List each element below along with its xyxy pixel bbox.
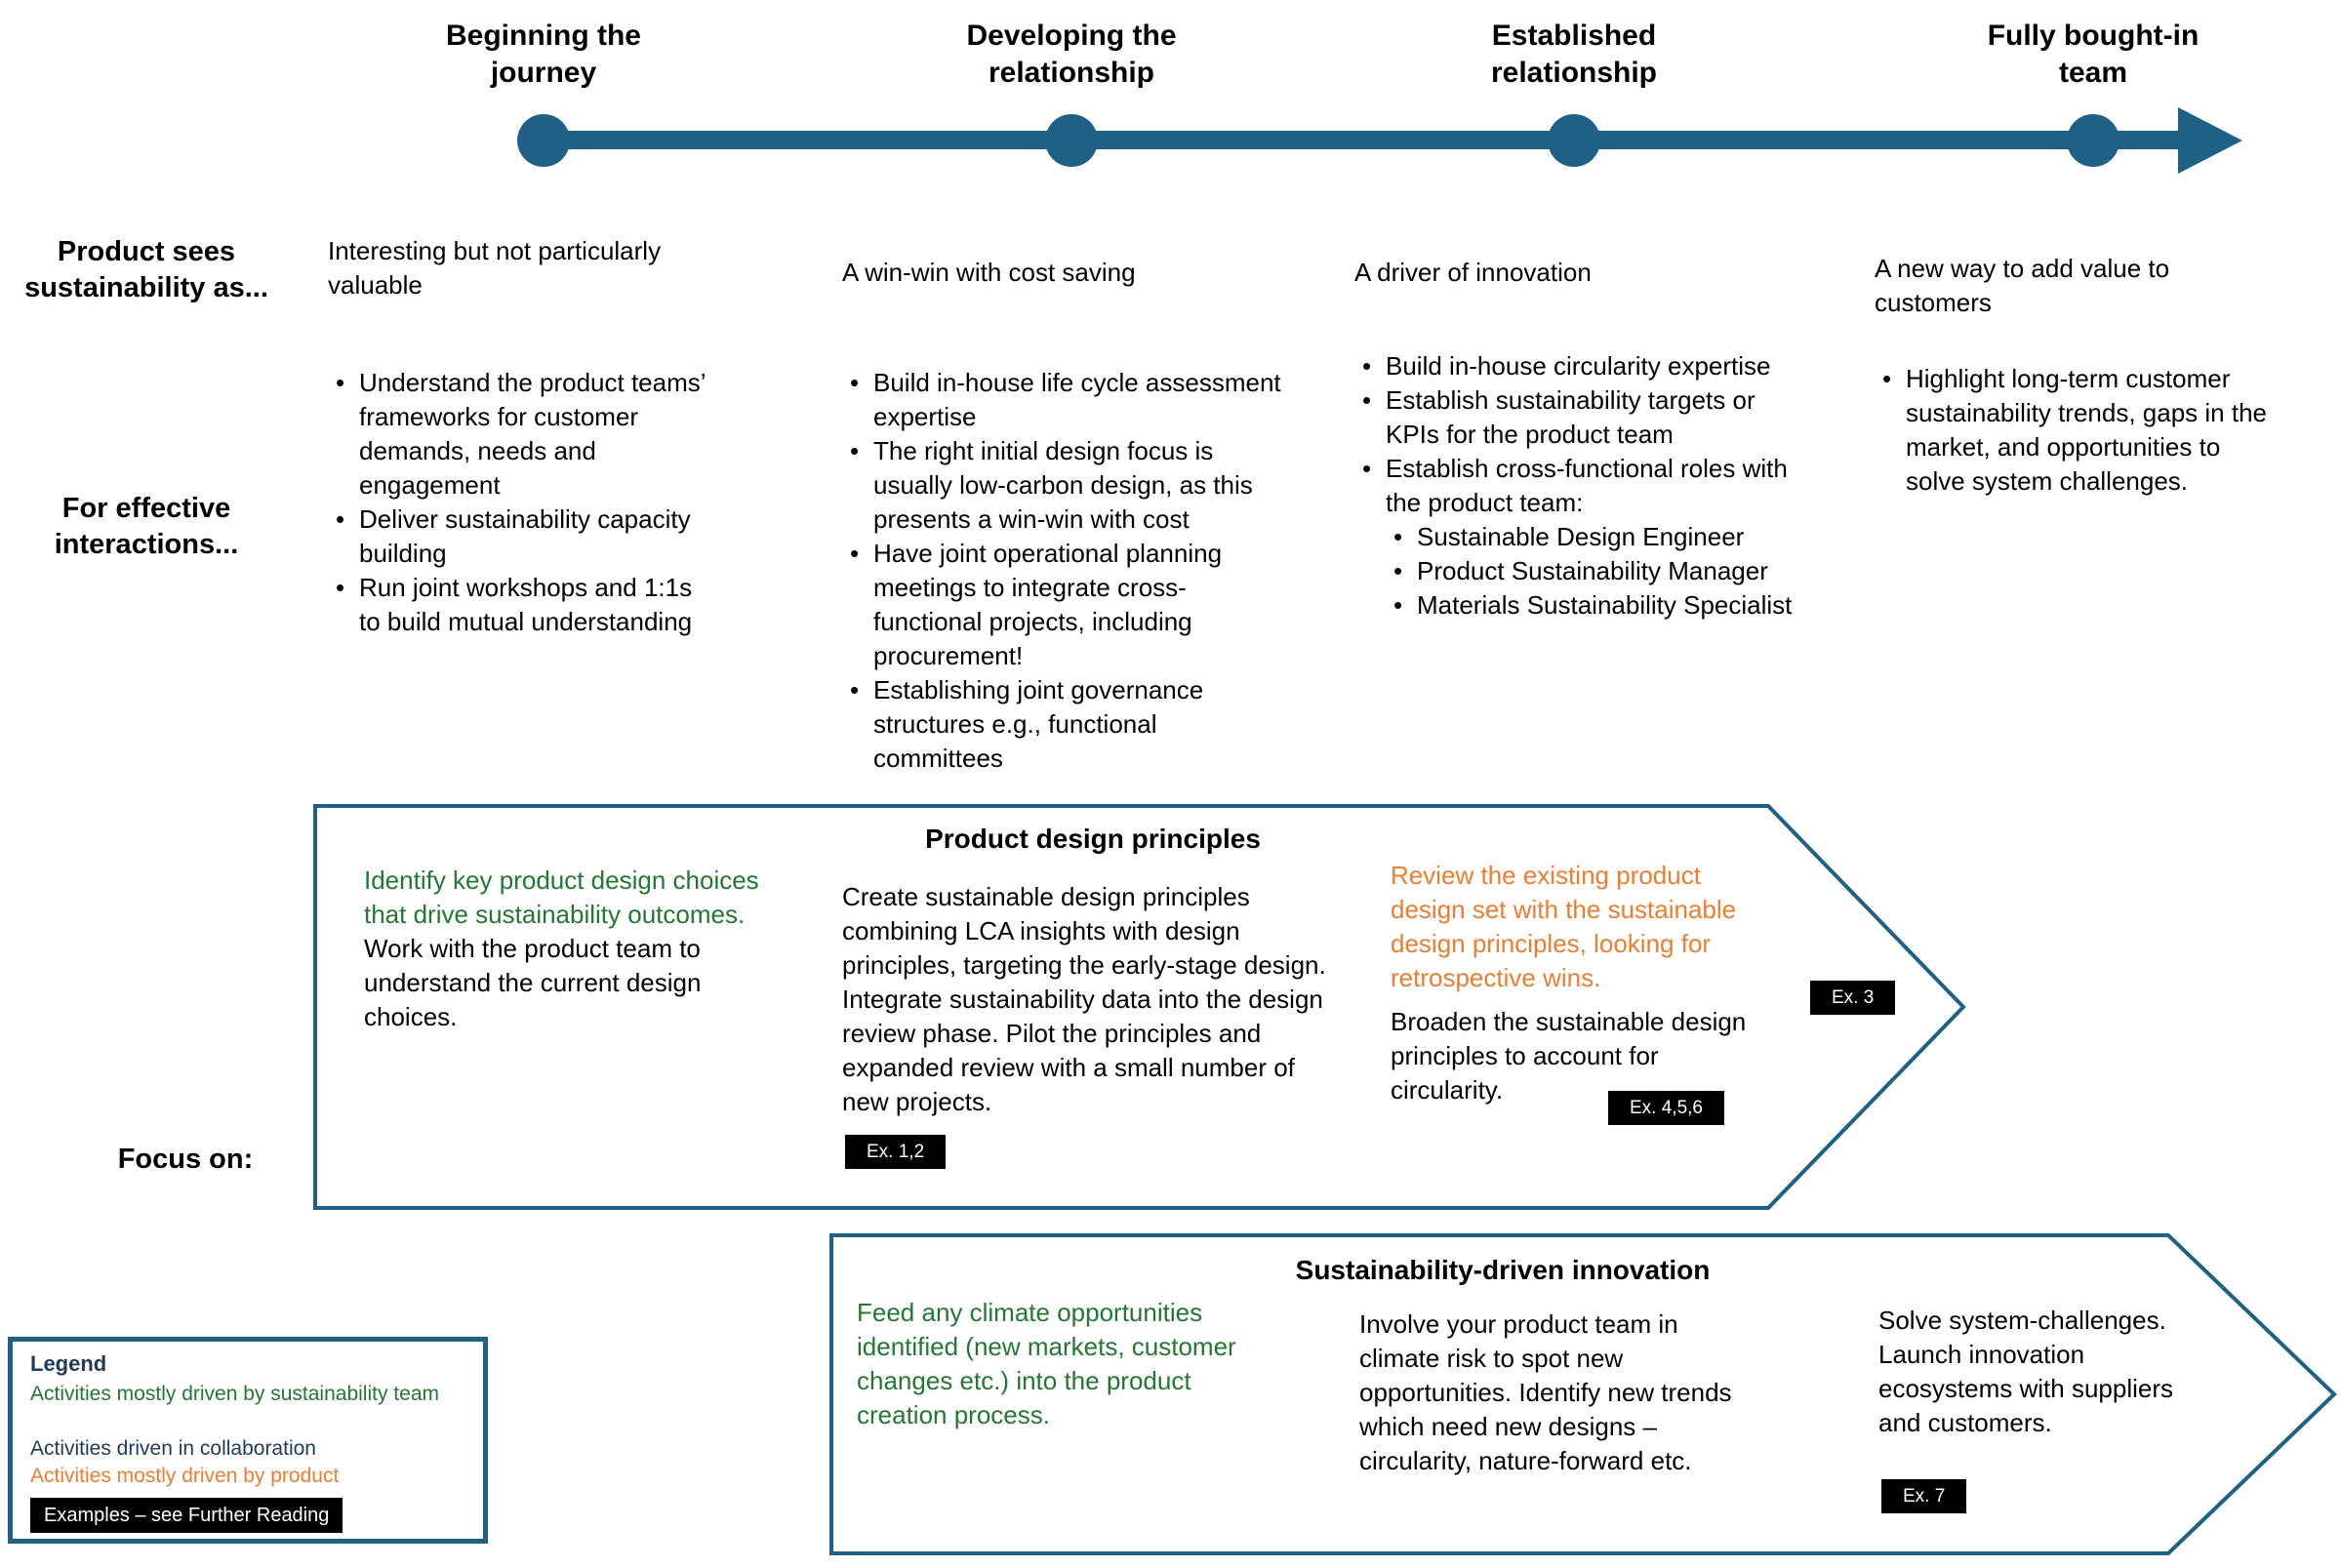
design-principles-col2: Create sustainable design principles com… [842,882,1326,1116]
list-item: Have joint operational planning meetings… [842,537,1291,673]
innovation-chevron-shape [829,1233,2337,1555]
timeline-dot-3 [1548,114,1600,167]
list-item: Build in-house circularity expertise [1354,349,1813,383]
timeline-arrowhead-icon [2178,107,2242,174]
row-label-effective-interactions: For effective interactions... [54,493,239,560]
design-principles-title: Product design principles [925,824,1261,854]
example-badge-3: Ex. 3 [1810,981,1896,1015]
interactions-col3-block: Build in-house circularity expertise Est… [1354,349,1813,623]
example-badge-1-2: Ex. 1,2 [845,1135,947,1169]
list-item: Product Sustainability Manager [1388,554,1813,588]
list-item: Sustainable Design Engineer [1388,520,1813,554]
innovation-col1-green-text: Feed any climate opportunities identifie… [857,1298,1236,1429]
list-item: Materials Sustainability Specialist [1388,588,1813,623]
legend-examples-badge: Examples – see Further Reading [30,1498,343,1533]
interactions-col3-sublist: Sustainable Design Engineer Product Sust… [1388,520,1813,623]
design-col3-orange-text: Review the existing product design set w… [1391,861,1737,992]
design-col1-black-text: Work with the product team to understand… [364,934,702,1031]
interactions-col2-list: Build in-house life cycle assessment exp… [842,366,1291,776]
stage-heading-developing: Developing the relationship [966,20,1177,89]
list-item: Establish cross-functional roles with th… [1354,452,1813,520]
stage-heading-bought-in: Fully bought-in team [1987,20,2200,89]
design-col1-green-text: Identify key product design choices that… [364,865,759,929]
sees-col1: Interesting but not particularly valuabl… [328,236,662,300]
innovation-col3-text: Solve system-challenges. Launch innovati… [1878,1306,2173,1437]
interactions-col3-list: Build in-house circularity expertise Est… [1354,349,1813,520]
legend-item-product: Activities mostly driven by product [30,1465,340,1487]
list-item: The right initial design focus is usuall… [842,434,1291,537]
innovation-col2-text: Involve your product team in climate ris… [1359,1309,1732,1475]
sees-col2: A win-win with cost saving [842,258,1136,287]
legend-item-sustainability-team: Activities mostly driven by sustainabili… [30,1383,439,1405]
innovation-title: Sustainability-driven innovation [1295,1255,1711,1285]
list-item: Highlight long-term customer sustainabil… [1875,362,2284,499]
list-item: Establish sustainability targets or KPIs… [1354,383,1813,452]
legend-box: Legend Activities mostly driven by susta… [8,1337,488,1544]
design-principles-col1: Identify key product design choices that… [364,864,774,1034]
stage-heading-established: Established relationship [1490,20,1658,89]
design-principles-chevron-shape [313,804,1966,1210]
list-item: Establishing joint governance structures… [842,673,1291,776]
list-item: Understand the product teams’ frameworks… [328,366,718,503]
stage-heading-beginning: Beginning the journey [446,20,641,89]
timeline-dot-1 [517,114,570,167]
sees-col3: A driver of innovation [1354,258,1592,287]
sees-col4: A new way to add value to customers [1875,254,2170,317]
row-label-focus-on: Focus on: [117,1144,254,1175]
timeline-dot-4 [2067,114,2119,167]
legend-title: Legend [30,1351,107,1376]
list-item: Build in-house life cycle assessment exp… [842,366,1291,434]
list-item: Run joint workshops and 1:1s to build mu… [328,571,718,639]
timeline-dot-2 [1045,114,1098,167]
list-item: Deliver sustainability capacity building [328,503,718,571]
row-label-sees-sustainability: Product sees sustainability as... [24,236,268,303]
example-badge-4-5-6: Ex. 4,5,6 [1608,1091,1724,1125]
interactions-col4-list: Highlight long-term customer sustainabil… [1875,362,2284,499]
legend-item-collaboration: Activities driven in collaboration [30,1437,316,1460]
design-col3-black-text: Broaden the sustainable design principle… [1391,1007,1747,1105]
example-badge-7: Ex. 7 [1881,1479,1967,1513]
timeline-bar [545,131,2180,149]
interactions-col1-list: Understand the product teams’ frameworks… [328,366,718,639]
